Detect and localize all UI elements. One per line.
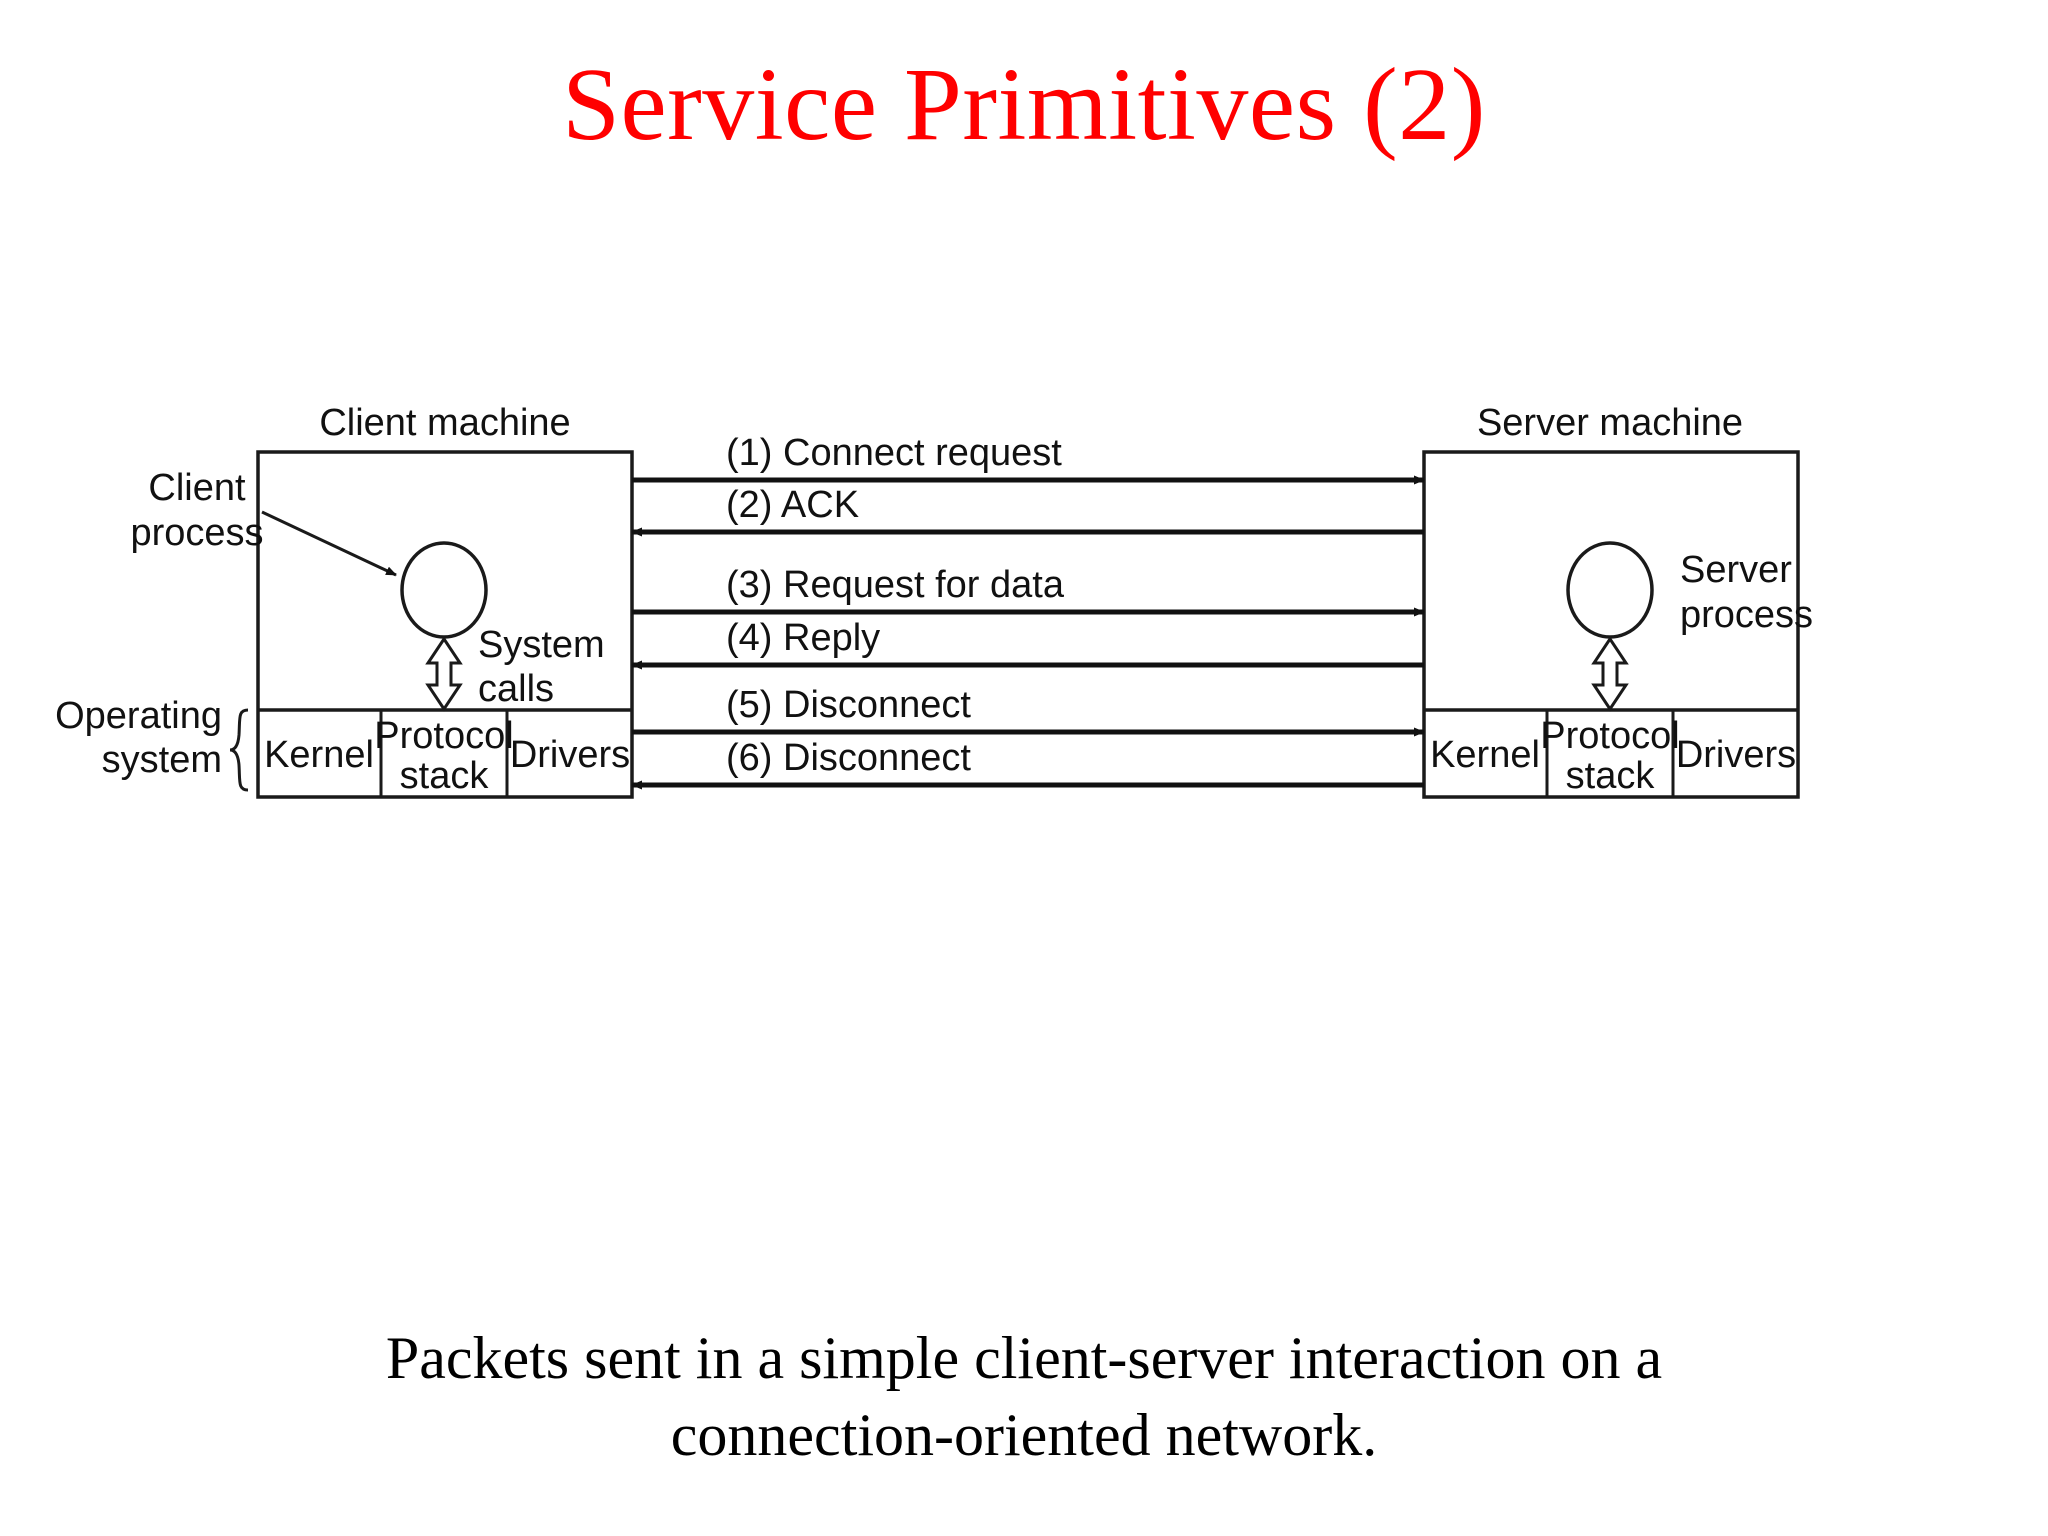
server-process-label-line2: process <box>1680 594 1813 636</box>
server-protocol-stack-label-line2: stack <box>1566 755 1656 797</box>
message-arrows-group: (1) Connect request (2) ACK (3) Request … <box>631 432 1425 790</box>
server-kernel-label: Kernel <box>1430 734 1540 776</box>
figure-caption: Packets sent in a simple client-server i… <box>224 1320 1824 1474</box>
client-machine-label: Client machine <box>319 402 570 444</box>
page-title: Service Primitives (2) <box>562 47 1486 162</box>
caption-line-2: connection-oriented network. <box>670 1401 1378 1468</box>
system-calls-double-arrow <box>425 636 463 712</box>
operating-system-brace <box>229 708 249 792</box>
caption-line-1: Packets sent in a simple client-server i… <box>385 1325 1663 1391</box>
client-kernel-label: Kernel <box>264 734 374 776</box>
server-machine-label: Server machine <box>1477 402 1743 444</box>
client-machine-box <box>256 450 634 799</box>
message-label-3: (3) Request for data <box>726 564 1065 606</box>
server-drivers-label: Drivers <box>1676 734 1796 776</box>
server-protocol-stack-label-line1: Protocol <box>1540 715 1679 757</box>
client-machine-group: Client machine Client process System cal… <box>55 402 634 799</box>
system-calls-label-line2: calls <box>478 668 554 710</box>
client-process-pointer <box>261 510 397 577</box>
client-process-label-line1: Client <box>148 467 246 509</box>
client-protocol-stack-label-line2: stack <box>400 755 490 797</box>
message-label-4: (4) Reply <box>726 617 880 659</box>
message-label-6: (6) Disconnect <box>726 737 971 779</box>
server-machine-group: Server machine Server process Kernel Pro… <box>1422 402 1813 799</box>
message-label-5: (5) Disconnect <box>726 684 971 726</box>
server-system-calls-double-arrow <box>1591 636 1629 712</box>
client-drivers-label: Drivers <box>510 734 630 776</box>
system-calls-label-line1: System <box>478 624 605 666</box>
server-process-circle <box>1566 541 1654 639</box>
client-process-label-line2: process <box>130 512 263 554</box>
server-machine-box <box>1422 450 1800 799</box>
server-process-label-line1: Server <box>1680 549 1792 591</box>
client-protocol-stack-label-line1: Protocol <box>374 715 513 757</box>
diagram-figure: Client machine Client process System cal… <box>0 380 2048 1100</box>
sequence-diagram-svg: Client machine Client process System cal… <box>55 402 1813 799</box>
message-label-1: (1) Connect request <box>726 432 1062 474</box>
client-process-circle <box>400 541 488 639</box>
operating-system-label-line1: Operating <box>55 695 222 737</box>
message-label-2: (2) ACK <box>726 484 859 526</box>
operating-system-label-line2: system <box>102 739 222 781</box>
